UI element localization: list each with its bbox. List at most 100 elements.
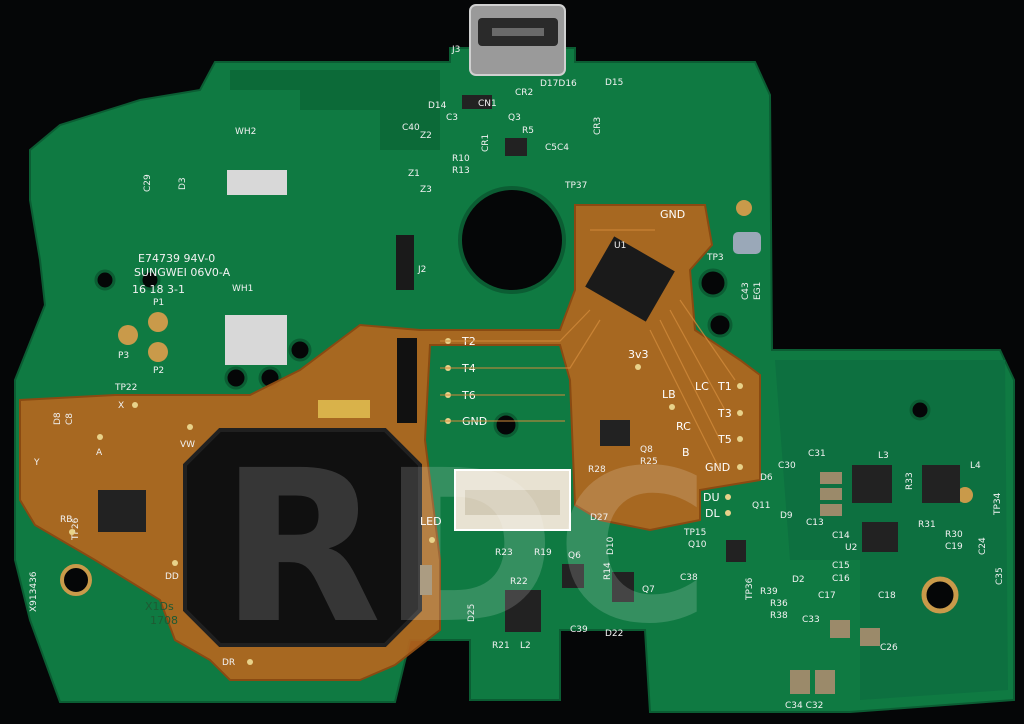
- label-c8: C8: [65, 413, 75, 425]
- label-tp22: TP22: [114, 383, 137, 393]
- cap-c26: [860, 628, 880, 646]
- label-d2: D2: [792, 575, 805, 585]
- label-cr2: CR2: [515, 88, 533, 98]
- label-tp36: TP36: [745, 577, 755, 601]
- label-r19: R19: [534, 548, 552, 558]
- x1ds-num: 1708: [150, 614, 178, 627]
- label-r30: R30: [945, 530, 963, 540]
- chip-l2: [505, 590, 541, 632]
- flex-label-3v3: 3v3: [628, 348, 649, 361]
- label-c29: C29: [143, 174, 153, 192]
- label-tp37: TP37: [564, 181, 587, 191]
- flex-label-dr: DR: [222, 658, 235, 668]
- label-d15: D15: [605, 78, 623, 88]
- label-tp26: TP26: [71, 517, 81, 541]
- flex-label-rc: RC: [676, 420, 691, 433]
- cap-c34: [790, 670, 810, 694]
- serial: X913436: [29, 571, 39, 612]
- label-c39: C39: [570, 625, 588, 635]
- label-d3: D3: [178, 177, 188, 190]
- label-c33: C33: [802, 615, 820, 625]
- chip-q6: [562, 564, 584, 588]
- chip-q7: [612, 572, 634, 602]
- label-z2: Z2: [420, 131, 432, 141]
- copper-pour-top: [230, 70, 440, 150]
- chip-u2: [862, 522, 898, 552]
- label-c30: C30: [778, 461, 796, 471]
- label-c16: C16: [832, 574, 850, 584]
- flex-label-y: Y: [33, 458, 40, 468]
- label-c17: C17: [818, 591, 836, 601]
- chip-j2: [396, 235, 414, 290]
- flex-label-gnd-right: GND: [705, 461, 730, 474]
- label-j2: J2: [417, 265, 426, 275]
- label-c19: C19: [945, 542, 963, 552]
- label-r23: R23: [495, 548, 513, 558]
- label-q10: Q10: [688, 540, 707, 550]
- marking-2: SUNGWEI 06V0-A: [134, 266, 231, 279]
- label-z3: Z3: [420, 185, 432, 195]
- flex-label-du: DU: [703, 491, 720, 504]
- hole-c: [493, 412, 519, 438]
- label-q6: Q6: [568, 551, 581, 561]
- flex-label-rb: RB: [60, 515, 72, 525]
- chip-q3: [505, 138, 527, 156]
- watermark: RDC: [220, 425, 710, 670]
- dome-area: [183, 428, 422, 647]
- mount-hole-left: [60, 564, 92, 596]
- chip-u1: [585, 236, 675, 322]
- label-q8: Q8: [640, 445, 653, 455]
- flex-label-lb: LB: [662, 388, 676, 401]
- flex-component: [397, 338, 417, 423]
- label-q3: Q3: [508, 113, 521, 123]
- label-p2: P2: [153, 366, 164, 376]
- label-r10: R10: [452, 154, 470, 164]
- flex-label-t5: T5: [717, 433, 732, 446]
- label-l4: L4: [970, 461, 981, 471]
- hole-j: [909, 399, 931, 421]
- label-r21: R21: [492, 641, 510, 651]
- label-c18: C18: [878, 591, 896, 601]
- hole-i: [139, 269, 161, 291]
- label-z1: Z1: [408, 169, 420, 179]
- tp3-pad: [733, 232, 761, 254]
- label-tp15: TP15: [683, 528, 706, 538]
- label-l3: L3: [878, 451, 889, 461]
- label-r5: R5: [522, 126, 534, 136]
- chip-cn1: [462, 95, 492, 109]
- label-c13: C13: [806, 518, 824, 528]
- label-c40: C40: [402, 123, 420, 133]
- hole-h: [94, 269, 116, 291]
- mount-hole-right: [921, 576, 959, 614]
- pad-p3: [118, 325, 138, 345]
- center-hole: [458, 186, 566, 294]
- label-d8: D8: [53, 412, 63, 425]
- usb-tongue: [492, 28, 544, 36]
- pad-p1: [148, 312, 168, 332]
- label-q7: Q7: [642, 585, 655, 595]
- flex-label-dl: DL: [705, 507, 720, 520]
- label-d10: D10: [606, 536, 616, 555]
- cap-c32: [815, 670, 835, 694]
- flex-label-t3: T3: [717, 407, 732, 420]
- label-d27: D27: [590, 513, 608, 523]
- label-cr3: CR3: [593, 117, 603, 135]
- cap-2: [820, 488, 842, 500]
- cap-1: [820, 472, 842, 484]
- pad-tp-right: [957, 487, 973, 503]
- chip-l4: [922, 465, 960, 503]
- label-c34c32: C34 C32: [785, 701, 823, 711]
- label-c26: C26: [880, 643, 898, 653]
- x1ds-mark: X1Ds: [145, 600, 174, 613]
- label-r36: R36: [770, 599, 788, 609]
- label-d16: D17D16: [540, 79, 577, 89]
- label-cr1: CR1: [481, 134, 491, 152]
- label-c31: C31: [808, 449, 826, 459]
- hole-g: [288, 338, 312, 362]
- label-q11: Q11: [752, 501, 771, 511]
- pad-tp34: [736, 200, 752, 216]
- pad-p2: [148, 342, 168, 362]
- label-r31: R31: [918, 520, 936, 530]
- flex-label-lc: LC: [695, 380, 709, 393]
